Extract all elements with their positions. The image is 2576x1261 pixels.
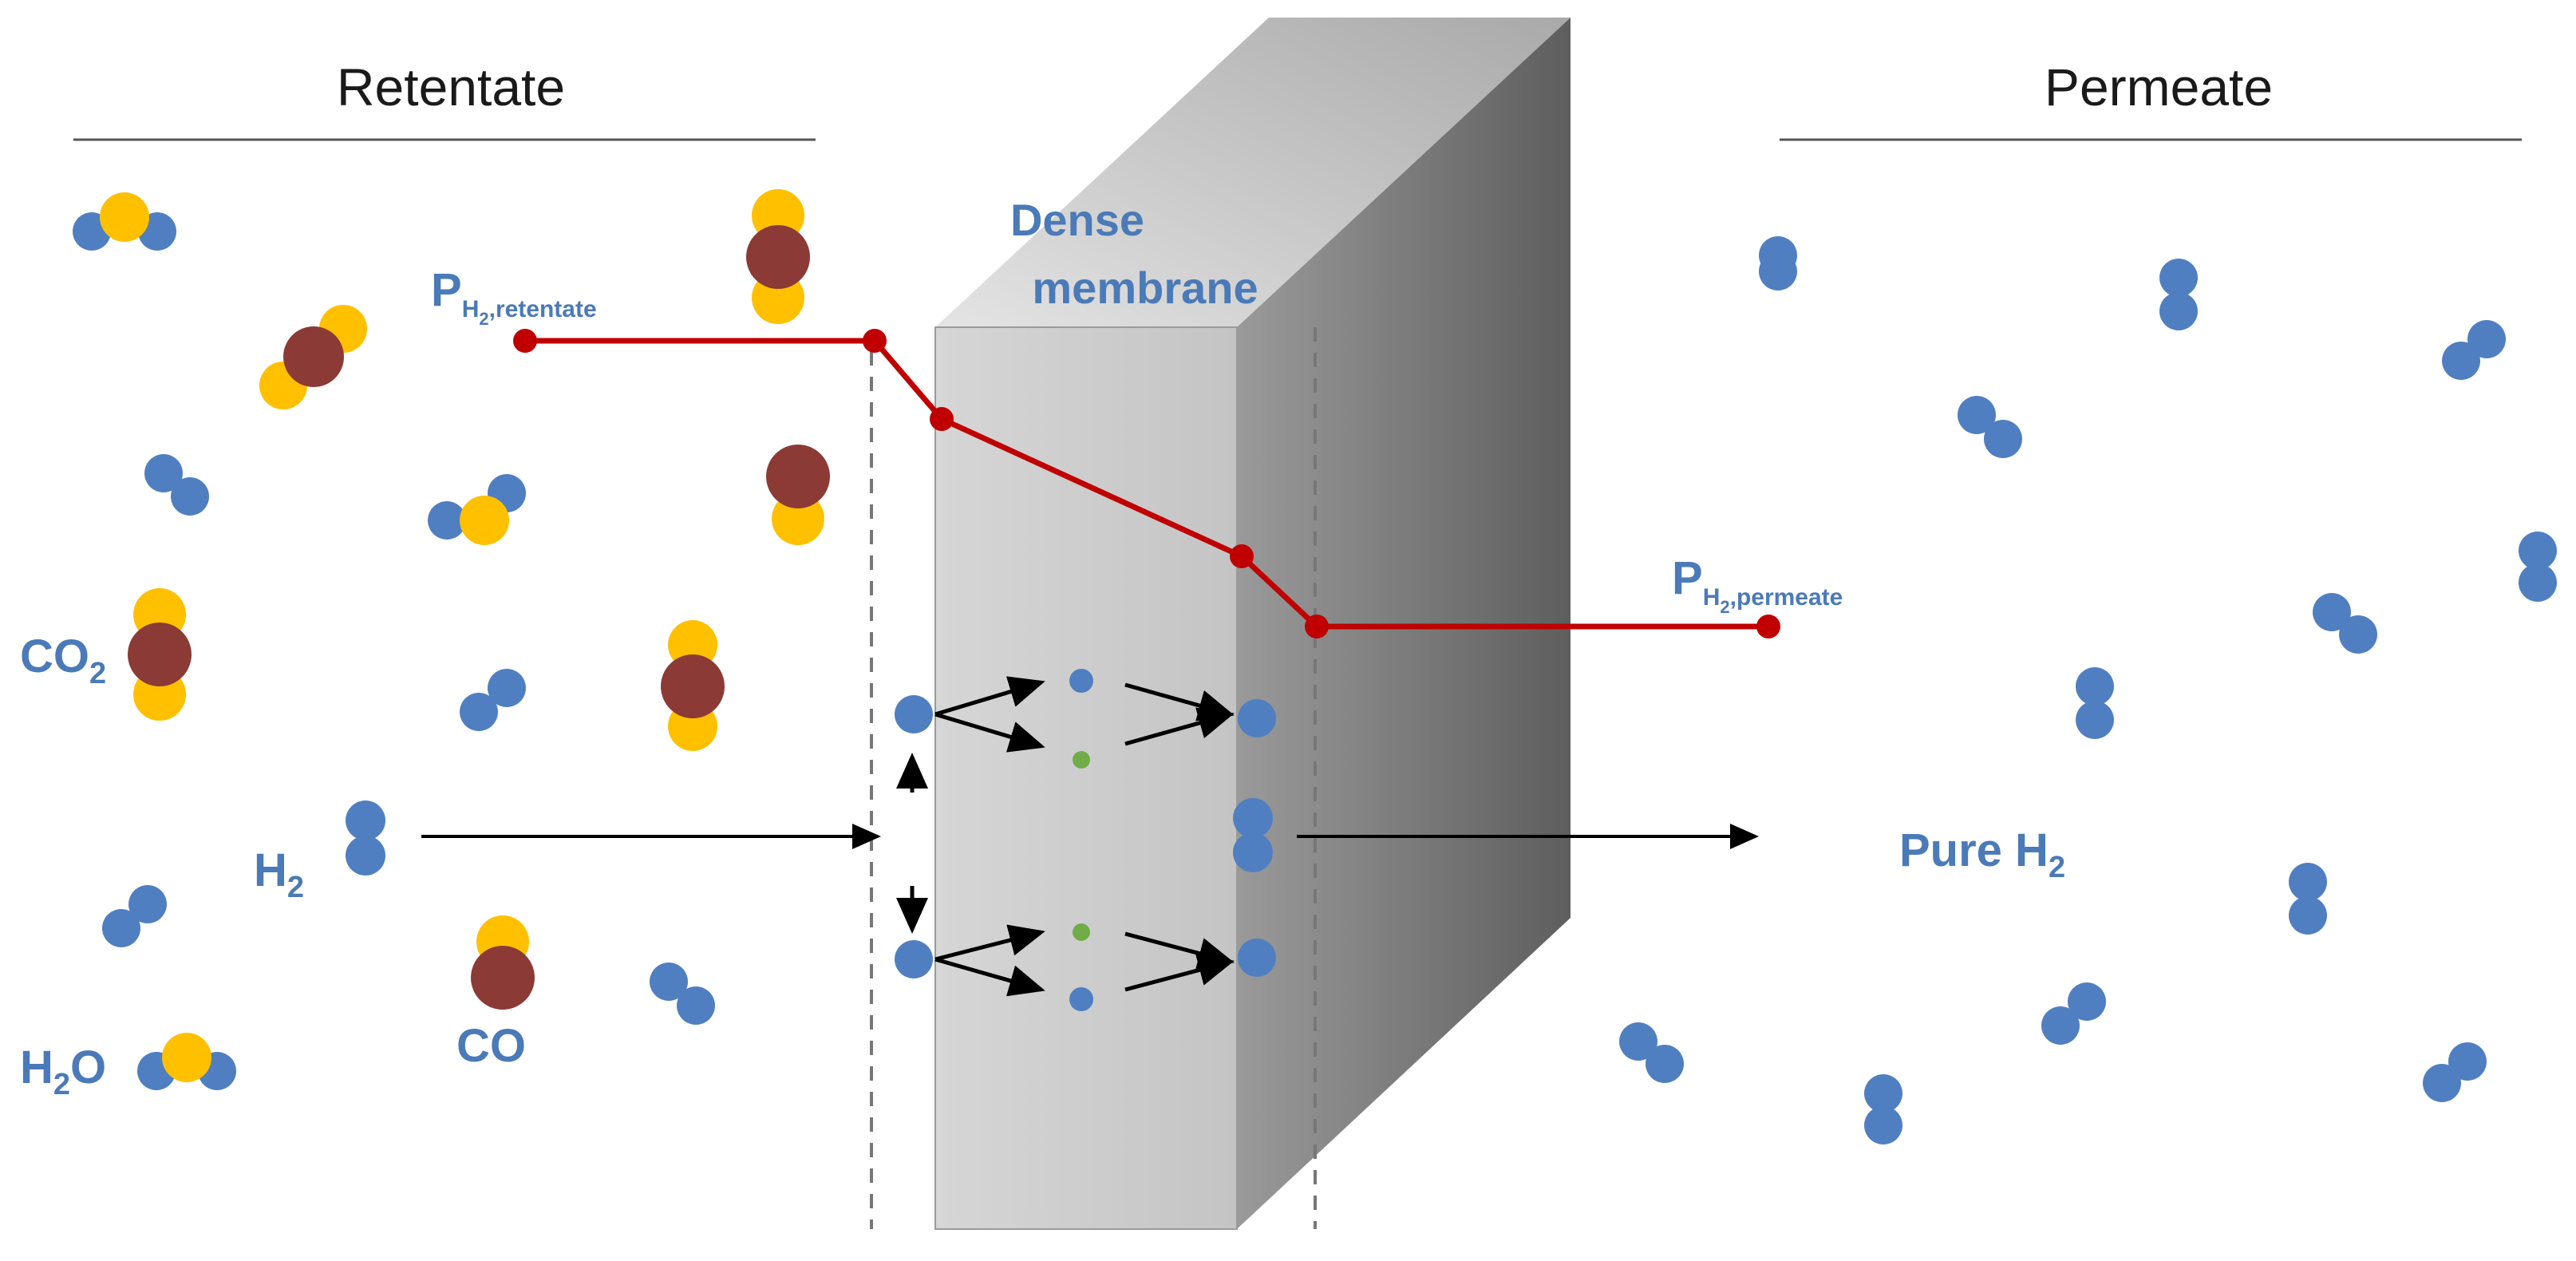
h2-molecule — [650, 963, 715, 1025]
h2-molecule — [2442, 320, 2506, 380]
h2-molecule — [144, 454, 209, 516]
dissociation-arrow-down — [934, 712, 1045, 753]
recombination-arrow-down — [1124, 954, 1235, 992]
h2-molecule — [1759, 236, 1797, 291]
h2o-molecule — [73, 192, 176, 251]
h2o-molecule — [428, 474, 526, 545]
co2-label: CO2 — [20, 630, 106, 690]
h2-molecule — [2159, 259, 2198, 330]
dissociation-arrow-up — [934, 676, 1045, 717]
pressure-point-film-end — [1305, 615, 1329, 638]
h2-molecule — [2076, 667, 2114, 739]
h2-molecule — [1958, 396, 2022, 458]
pressure-point-membrane-out — [1230, 544, 1254, 568]
h-atom-in-membrane — [1069, 987, 1093, 1011]
membrane-front-face — [934, 326, 1238, 1230]
h-atom-desorbed — [1238, 939, 1276, 977]
membrane-label-line2: membrane — [1032, 263, 1258, 313]
permeate-header: Permeate — [2045, 57, 2273, 117]
retentate-header: Retentate — [337, 57, 565, 117]
h-atom-desorbed — [1238, 699, 1276, 737]
pressure-point-film-start — [863, 329, 887, 353]
co2-molecule — [128, 588, 192, 721]
dissociated-atom-green — [1073, 751, 1090, 769]
dissociation-mechanism-top — [895, 669, 1276, 793]
h2o-label: H2O — [20, 1042, 106, 1101]
pressure-point-membrane-in — [930, 407, 954, 431]
h2-molecule — [1619, 1022, 1684, 1083]
h2-adsorbed-atom — [895, 695, 933, 733]
h2-adsorbed-atom — [895, 940, 933, 978]
h2-molecule — [346, 800, 385, 876]
dissociated-atom-green — [1073, 923, 1090, 941]
p-h2-retentate-label: PH2,retentate — [431, 264, 597, 329]
h2-molecule — [2519, 532, 2557, 602]
co-label: CO — [456, 1020, 526, 1072]
dissociation-arrow-up — [934, 924, 1045, 962]
membrane-label-line1: Dense — [1010, 195, 1144, 245]
h2-molecule — [2041, 982, 2106, 1045]
h2-molecule — [1864, 1074, 1902, 1144]
pressure-profile-line — [525, 338, 1768, 630]
co2-molecule — [661, 620, 725, 751]
membrane-side-face — [1237, 18, 1570, 1229]
co2-molecule — [259, 305, 367, 409]
h2-molecule — [2289, 863, 2327, 935]
h-atom-in-membrane — [1069, 669, 1093, 693]
h2-pressure-profile — [513, 329, 1780, 638]
membrane-top-face — [935, 18, 1570, 327]
co-molecule — [766, 445, 830, 545]
h2o-molecule — [137, 1033, 236, 1090]
recombination-arrow-down — [1124, 707, 1235, 746]
dissociation-arrow-down — [934, 957, 1045, 997]
co-molecule — [471, 915, 535, 1010]
pure-h2-label: Pure H2 — [1899, 824, 2065, 884]
pressure-point-permeate — [1756, 615, 1780, 638]
h2-molecule — [1233, 798, 1273, 872]
h2-molecule — [2423, 1042, 2487, 1102]
h2-label: H2 — [254, 844, 304, 904]
h2-molecule — [2313, 593, 2377, 654]
p-h2-permeate-label: PH2,permeate — [1672, 552, 1843, 617]
dissociation-mechanism-bottom — [895, 886, 1276, 1011]
h2-molecule — [460, 669, 526, 731]
dense-membrane — [934, 18, 1570, 1230]
co2-molecule — [746, 189, 810, 324]
pressure-point-retentate — [513, 329, 537, 353]
h2-molecule — [102, 885, 167, 947]
